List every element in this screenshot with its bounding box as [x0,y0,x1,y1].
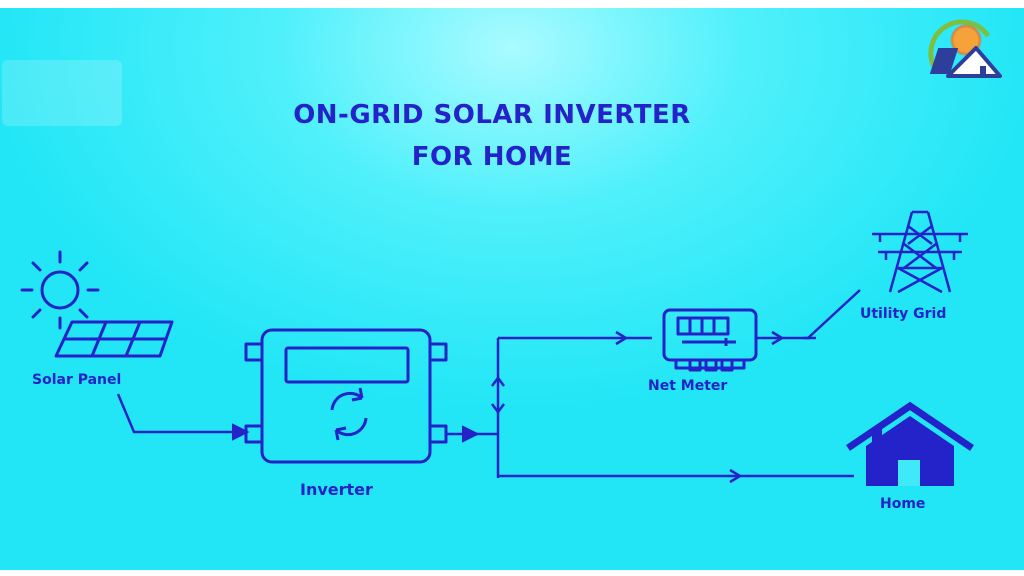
utility-grid-label: Utility Grid [860,306,947,322]
transmission-tower-icon [872,210,968,294]
diagram-canvas: ON-GRID SOLAR INVERTER FOR HOME Solar Pa… [0,8,1024,570]
sun-icon [20,250,100,330]
title-line-2: FOR HOME [411,142,573,172]
net-meter-label: Net Meter [648,378,728,394]
house-icon [846,401,974,486]
solar-to-inverter-line [116,393,250,441]
home-label: Home [880,496,926,512]
bus-to-home-arrow [729,468,743,484]
solar-house-logo-icon [928,19,1002,78]
bus-to-meter-arrow [615,330,629,346]
meter-to-grid-arrow [771,330,785,346]
bus-arrow-down [491,403,505,415]
grid-switch-icon [804,289,861,340]
bus-arrow-up [491,375,505,387]
solar-panel-icon [54,320,174,358]
faded-panel [2,60,122,126]
inverter-icon [244,328,448,464]
diagram-graphics [20,19,1002,486]
inverter-label: Inverter [300,480,373,499]
meter-icon [662,308,758,372]
solar-panel-label: Solar Panel [32,372,122,388]
title-line-1: ON-GRID SOLAR INVERTER [293,100,691,130]
